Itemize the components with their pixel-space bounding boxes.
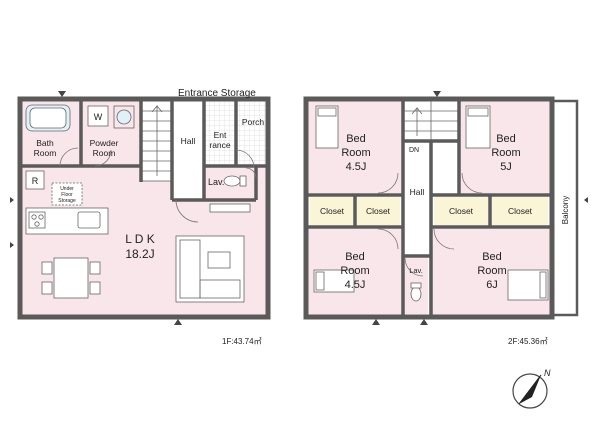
floor1-area: 1F:43.74㎡ bbox=[222, 337, 262, 346]
balcony bbox=[551, 99, 579, 317]
washer-label: W bbox=[94, 112, 103, 122]
doors-1f bbox=[59, 147, 257, 223]
walls-1f-outer bbox=[17, 96, 271, 320]
porch-label: Porch bbox=[242, 117, 264, 127]
porch-floor bbox=[236, 101, 268, 165]
toilet-2f bbox=[410, 286, 422, 302]
lav-1f-label: Lav. bbox=[208, 177, 224, 187]
walls-1f-inner bbox=[20, 99, 268, 202]
dn-label: DN bbox=[409, 147, 419, 154]
closet-2 bbox=[356, 197, 400, 225]
fridge-label: R bbox=[32, 176, 39, 186]
sink bbox=[77, 211, 101, 229]
hall-1f bbox=[172, 101, 204, 199]
toilet-1f bbox=[223, 175, 241, 187]
washer bbox=[87, 105, 109, 127]
under-floor-storage bbox=[51, 182, 83, 206]
closet-4 bbox=[492, 197, 548, 225]
walls-2f-outer bbox=[303, 96, 555, 320]
fixtures-1f bbox=[25, 104, 251, 303]
hall-2f-label: Hall bbox=[410, 187, 425, 197]
dining-table bbox=[53, 257, 89, 299]
stairs-2f bbox=[403, 100, 459, 142]
entrance-storage-label: Entrance Storage bbox=[178, 88, 256, 99]
doors-2f bbox=[377, 172, 483, 277]
compass-north-label: N bbox=[544, 368, 551, 378]
closet-1 bbox=[310, 197, 354, 225]
entrance-floor bbox=[204, 101, 236, 165]
entry-arrows-1f bbox=[10, 91, 182, 325]
lav-2f-label: Lav. bbox=[409, 266, 423, 275]
balcony-label: Balcony bbox=[561, 196, 570, 224]
stairs-1f bbox=[141, 100, 173, 182]
tv-board bbox=[209, 203, 251, 213]
stove bbox=[28, 211, 46, 229]
compass: N bbox=[512, 368, 551, 409]
closet-3-label: Closet bbox=[449, 206, 474, 216]
fridge bbox=[25, 170, 45, 190]
floor2-area: 2F:45.36㎡ bbox=[508, 337, 548, 346]
closet-3 bbox=[434, 197, 488, 225]
entry-arrows-2f bbox=[372, 91, 588, 325]
sofa bbox=[175, 235, 245, 303]
walls-2f-inner bbox=[306, 99, 552, 317]
closet-1-label: Closet bbox=[320, 206, 345, 216]
closet-4-label: Closet bbox=[508, 206, 533, 216]
furniture-2f bbox=[313, 105, 549, 302]
hall-1f-label: Hall bbox=[181, 136, 196, 146]
closet-2-label: Closet bbox=[366, 206, 391, 216]
washbasin bbox=[116, 109, 132, 125]
